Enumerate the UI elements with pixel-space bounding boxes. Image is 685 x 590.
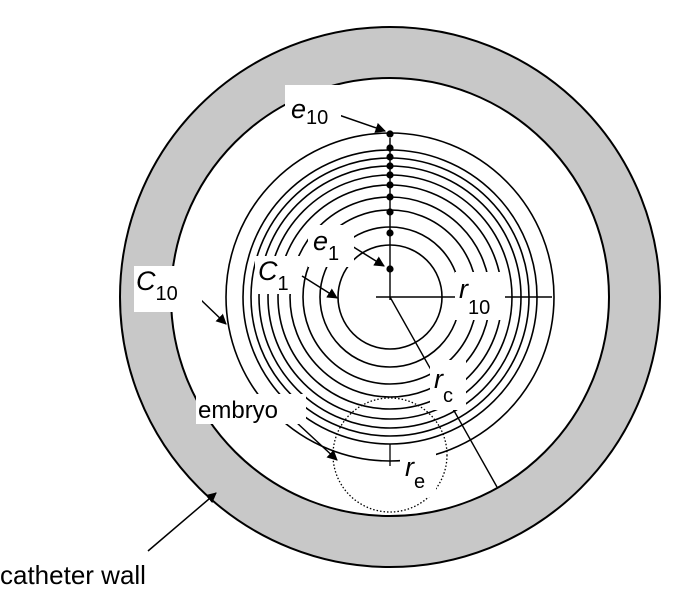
point-e4 [386, 193, 394, 201]
label-r10: r10 [459, 274, 490, 319]
point-e10 [386, 130, 394, 138]
embryo-points [386, 130, 394, 273]
label-c10: C10 [136, 266, 178, 305]
label-c1: C1 [258, 256, 289, 295]
arrow-embryo [295, 421, 338, 461]
arrow-c10 [199, 298, 227, 325]
label-e1: e1 [313, 226, 339, 265]
label-e10: e10 [291, 94, 328, 129]
arrow-e10 [332, 112, 386, 133]
point-e8 [386, 153, 394, 161]
label-rc: rc [434, 364, 453, 407]
arrow-catheter-wall [147, 492, 217, 552]
point-e5 [386, 181, 394, 189]
label-catheter-wall: catheter wall [0, 560, 146, 590]
point-e7 [386, 162, 394, 170]
arrow-c1 [301, 275, 338, 299]
point-e2 [386, 229, 394, 237]
point-e6 [386, 171, 394, 179]
point-e9 [386, 144, 394, 152]
label-re: re [405, 452, 425, 493]
label-embryo: embryo [198, 397, 278, 424]
point-e3 [386, 208, 394, 216]
point-e1 [386, 265, 394, 273]
